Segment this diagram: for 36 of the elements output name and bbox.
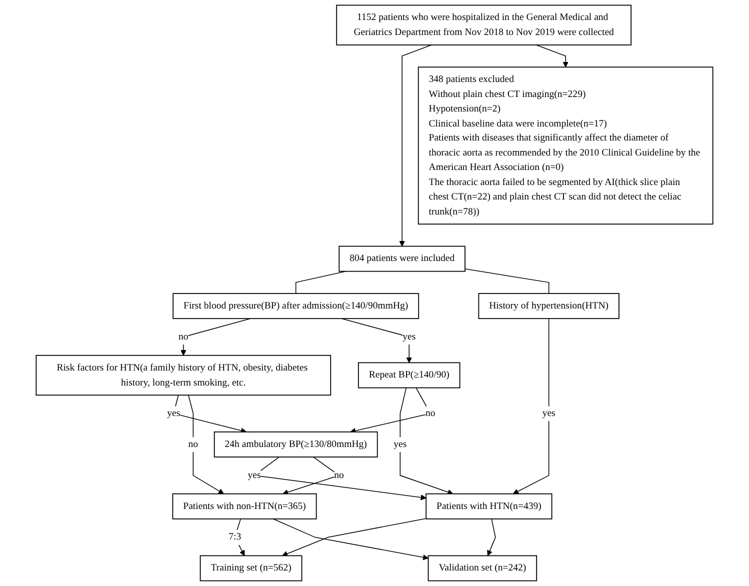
- edge-label: yes: [167, 408, 180, 419]
- arrow: [234, 518, 245, 556]
- arrow: [180, 318, 251, 356]
- edge-label: yes: [394, 439, 407, 450]
- node-box: History of hypertension(HTN): [478, 293, 620, 320]
- edge-label: yes: [248, 470, 261, 480]
- connector: [295, 270, 346, 294]
- edge-label: no: [178, 332, 188, 342]
- edge-label: no: [334, 470, 344, 480]
- arrow: [512, 318, 550, 494]
- connector: [464, 268, 550, 294]
- arrow: [188, 394, 224, 494]
- node-box: 1152 patients who were hospitalized in the General Medical and Geriatrics Department from Nov 2018 to Nov 2019 were collected: [336, 4, 632, 46]
- node-box: Validation set (n=242): [428, 555, 538, 582]
- node-box: First blood pressure(BP) after admission(≥140/90mmHg): [172, 293, 420, 320]
- arrow: [173, 394, 247, 434]
- arrow: [487, 518, 496, 556]
- arrow: [282, 518, 426, 556]
- edge-label: yes: [542, 408, 556, 419]
- node-box: 804 patients were included: [338, 246, 466, 272]
- arrow: [536, 44, 568, 68]
- node-box: Patients with HTN(n=439): [426, 493, 552, 520]
- node-box: Repeat BP(≥140/90): [358, 362, 460, 388]
- arrow: [399, 44, 432, 247]
- edge-label: 7:3: [228, 532, 242, 542]
- node-box: Patients with non-HTN(n=365): [172, 493, 317, 520]
- arrow: [341, 318, 412, 363]
- node-box: 24h ambulatory BP(≥130/80mmHg): [214, 431, 378, 458]
- edge-label: yes: [402, 332, 416, 342]
- edge-label: no: [188, 439, 198, 450]
- node-box: Training set (n=562): [200, 555, 302, 582]
- edge-label: no: [426, 408, 436, 419]
- arrow: [400, 387, 454, 495]
- node-box: Risk factors for HTN(a family history of HTN, obesity, diabetes history, long-term smoking, etc.: [36, 354, 332, 396]
- node-box: 348 patients excluded Without plain chest CT imaging(n=229) Hypotension(n=2) Clinical baseline data were incomplete(n=17) Patients with diseases that significantly affect the diameter of thoracic aorta as recommended by the 2010 Clinical Guideline by the American Heart Association (n=0) The thoracic aorta failed to be segmented by AI(thick slice plain chest CT(n=22) and plain chest CT scan did not detect the celiac trunk(n=78)): [418, 66, 714, 225]
- arrow: [272, 518, 429, 560]
